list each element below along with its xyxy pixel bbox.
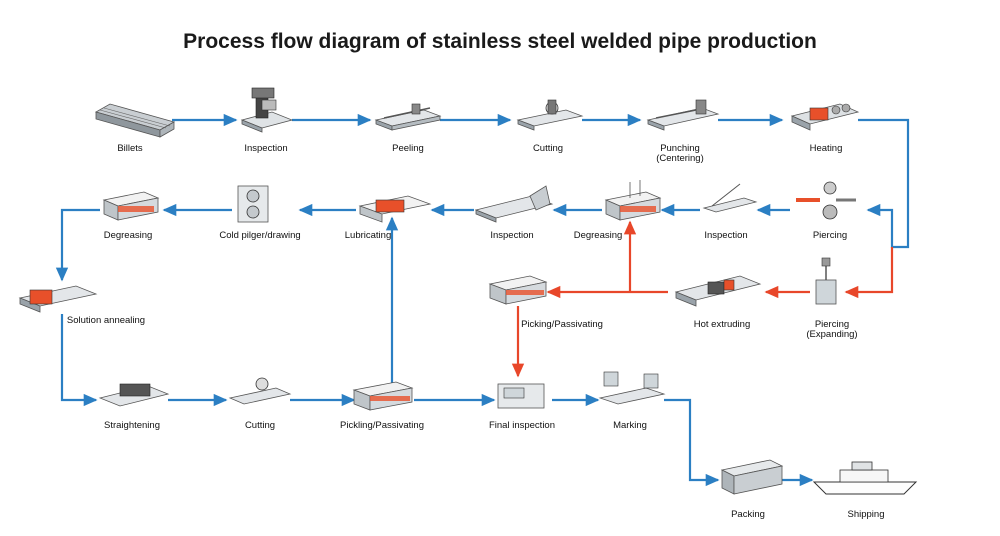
ship-icon <box>812 461 918 495</box>
piercing-expanding-label: Piercing <box>814 319 850 330</box>
straightening-machine-icon <box>98 383 170 407</box>
pickling-tank-icon <box>352 381 414 411</box>
step-label-packing: Packing <box>731 509 765 520</box>
flow-annealing-to-straightening <box>60 314 98 407</box>
step-label-marking: Marking <box>613 420 647 431</box>
punching-sublabel: (Centering) <box>656 153 704 164</box>
flow-heating-to-piercing <box>858 118 910 249</box>
punching-label: Punching <box>660 143 700 154</box>
inspection-table-icon <box>702 183 758 213</box>
step-label-piercing: Piercing <box>812 230 848 241</box>
pickling-tank-2-icon <box>488 275 548 305</box>
step-label-pickling-1: Picking/Passivating <box>521 319 603 330</box>
heating-furnace-icon <box>790 103 860 131</box>
hot-extruding-press-icon <box>674 275 762 307</box>
step-label-degreasing-2: Degreasing <box>103 230 153 241</box>
step-label-inspection-3: Inspection <box>490 230 534 241</box>
annealing-furnace-icon <box>18 285 98 313</box>
step-label-straightening: Straightening <box>104 420 160 431</box>
flow-heating-to-expanding <box>844 247 894 299</box>
marking-machine-icon <box>598 371 666 405</box>
step-label-cutting-1: Cutting <box>532 143 564 154</box>
step-label-solution-annealing: Solution annealing <box>66 315 146 326</box>
flow-degreasing-to-annealing <box>55 208 100 282</box>
step-label-peeling: Peeling <box>392 143 424 154</box>
punching-machine-icon <box>646 99 720 131</box>
piercing-expanding-icon <box>815 257 837 305</box>
step-label-inspection-2: Inspection <box>704 230 748 241</box>
cold-pilger-machine-icon <box>237 185 269 223</box>
page-title: Process flow diagram of stainless steel … <box>183 30 817 53</box>
inspection-rack-icon <box>474 185 554 223</box>
step-label-cutting-2: Cutting <box>244 420 276 431</box>
step-label-billets: Billets <box>117 143 143 154</box>
cutting-machine-2-icon <box>228 377 292 405</box>
red-flow-lines <box>511 220 894 378</box>
blue-flow-lines <box>55 113 910 487</box>
flow-marking-to-packing <box>664 398 720 487</box>
inspection-machine-icon <box>240 87 294 133</box>
step-label-cold-pilger: Cold pilger/drawing <box>219 230 301 241</box>
step-label-pickling-2: Pickling/Passivating <box>340 420 424 431</box>
step-label-inspection-1: Inspection <box>244 143 288 154</box>
step-label-degreasing-1: Degreasing <box>573 230 623 241</box>
piercing-expanding-sublabel: (Expanding) <box>806 329 858 340</box>
packing-bundle-icon <box>720 459 784 495</box>
cutting-machine-icon <box>516 99 584 131</box>
step-label-lubricating: Lubricating <box>344 230 392 241</box>
piercing-mill-icon <box>796 181 856 220</box>
final-inspection-station-icon <box>497 383 545 409</box>
degreasing-tank-2-icon <box>102 191 160 221</box>
step-label-heating: Heating <box>809 143 843 154</box>
billets-icon <box>94 103 176 138</box>
peeling-machine-icon <box>374 103 442 131</box>
degreasing-tank-icon <box>604 180 662 221</box>
step-label-hot-extruding: Hot extruding <box>693 319 751 330</box>
step-label-shipping: Shipping <box>847 509 885 520</box>
step-label-punching: Punching (Centering) <box>648 144 712 164</box>
step-label-piercing-expanding: Piercing (Expanding) <box>800 320 864 340</box>
lubricating-tank-icon <box>358 195 432 223</box>
step-label-final-inspection: Final inspection <box>488 420 555 431</box>
